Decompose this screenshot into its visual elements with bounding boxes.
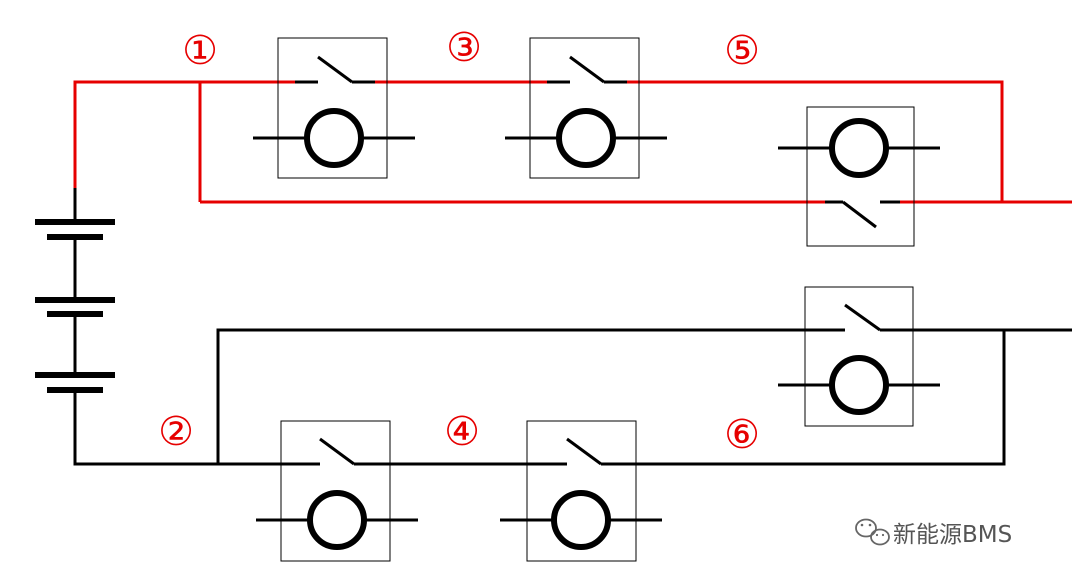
battery	[35, 188, 115, 393]
negative-wiring	[73, 328, 1072, 466]
label-2: ②	[158, 409, 194, 455]
wechat-icon	[855, 518, 890, 546]
label-6: ⑥	[724, 412, 760, 458]
label-5: ⑤	[724, 28, 760, 74]
relay-6	[778, 286, 940, 427]
relay-4	[500, 420, 662, 562]
watermark-text: 新能源BMS	[893, 522, 1012, 548]
relay-labels: ① ③ ⑤ ② ④ ⑥	[158, 25, 760, 458]
watermark: 新能源BMS	[855, 518, 1012, 548]
label-3: ③	[446, 25, 482, 71]
relay-3	[505, 37, 667, 179]
relay-5	[778, 106, 940, 247]
relay-1	[253, 37, 415, 179]
relay-2	[256, 420, 418, 562]
label-4: ④	[444, 409, 480, 455]
label-1: ①	[182, 28, 218, 74]
positive-wiring	[73, 80, 1072, 204]
